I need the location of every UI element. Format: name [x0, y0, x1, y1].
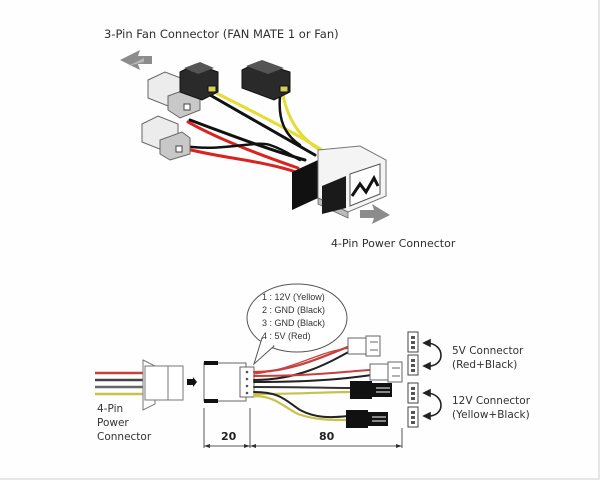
- label-line: 12V Connector: [452, 395, 531, 407]
- 12v-fan-connector-2: [346, 410, 388, 428]
- power-connector-label: 4-Pin Power Connector: [331, 237, 456, 250]
- 5v-fan-connector-2: [369, 361, 403, 383]
- label-line: Power: [97, 417, 129, 429]
- label-line: Connector: [97, 431, 152, 443]
- label-line: (Yellow+Black): [452, 409, 530, 421]
- pinout-list: 1 : 12V (Yellow) 2 : GND (Black) 3 : GND…: [262, 291, 325, 343]
- 12v-connector-label: 12V Connector (Yellow+Black): [452, 394, 530, 422]
- dimension-lines: [203, 408, 403, 448]
- pinout-item: 2 : GND (Black): [262, 305, 326, 315]
- wire-yellow: [281, 93, 322, 152]
- fan-connector-gray-2: [141, 115, 191, 161]
- wire-red: [181, 146, 298, 174]
- wire-black: [181, 142, 302, 162]
- 5v-fan-connector-1: [347, 335, 381, 357]
- label-line: 5V Connector: [452, 345, 524, 357]
- top-wires: [181, 90, 324, 174]
- connector-face-icons: [407, 331, 419, 428]
- fan-connector-black-1: [179, 62, 219, 101]
- dimension-80: 80: [319, 430, 335, 443]
- output-wires: [252, 344, 373, 422]
- wire-red: [186, 120, 300, 170]
- input-power-connector: [142, 359, 184, 411]
- fan-connector-title: 3-Pin Fan Connector (FAN MATE 1 or Fan): [104, 27, 339, 41]
- bracket-5v-icon: [422, 338, 442, 371]
- label-line: (Red+Black): [452, 359, 518, 371]
- dimension-20: 20: [221, 430, 237, 443]
- arrow-left-icon: [120, 50, 152, 70]
- pinout-item: 3 : GND (Black): [262, 318, 326, 328]
- pinout-callout: [246, 283, 348, 366]
- pinout-item: 1 : 12V (Yellow): [262, 292, 325, 302]
- arrow-right-icon: [187, 377, 197, 387]
- bracket-12v-icon: [422, 388, 442, 421]
- wire-black: [208, 93, 317, 157]
- 12v-fan-connector-1: [350, 381, 392, 399]
- fan-connector-black-2: [241, 60, 291, 101]
- label-line: 4-Pin: [97, 403, 124, 415]
- input-wires: [95, 371, 145, 396]
- 5v-connector-label: 5V Connector (Red+Black): [452, 344, 523, 372]
- wire-black: [278, 95, 302, 147]
- pinout-item: 4 : 5V (Red): [262, 331, 311, 341]
- molex-connector-top: [292, 145, 387, 219]
- arrow-right-icon: [360, 204, 390, 224]
- input-connector-label: 4-Pin Power Connector: [97, 402, 151, 444]
- output-connector-housing: [203, 361, 255, 403]
